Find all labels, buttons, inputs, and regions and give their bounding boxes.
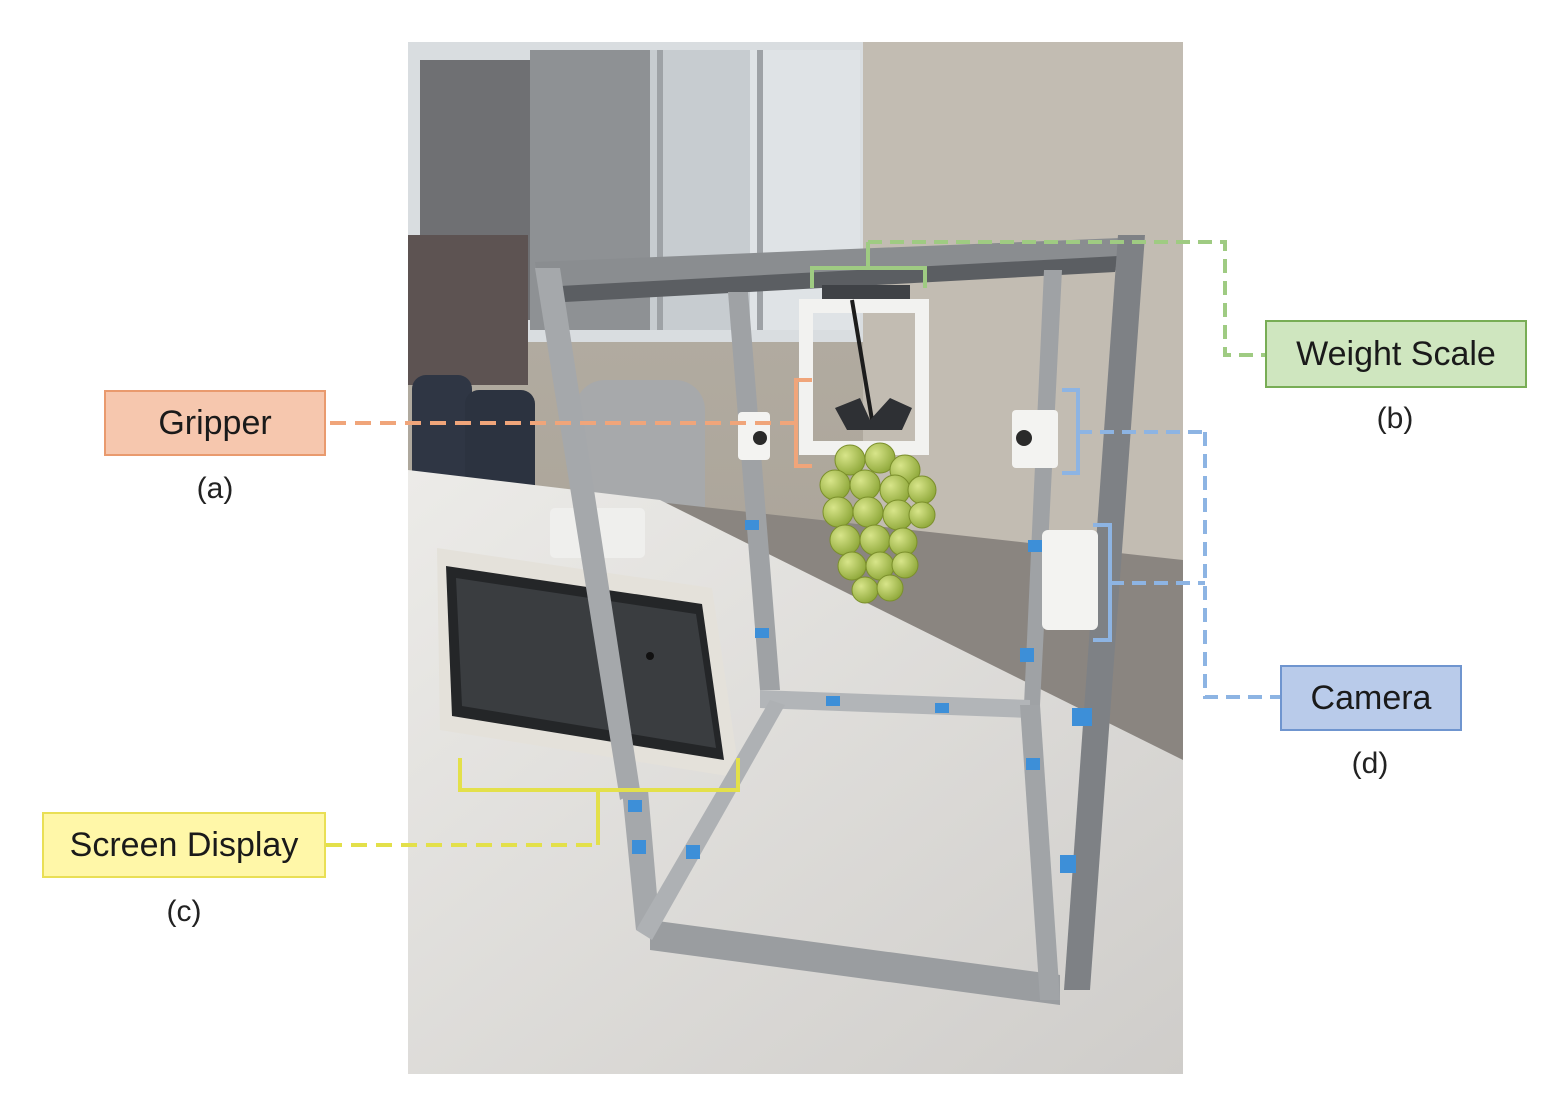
camera-right xyxy=(1012,410,1058,468)
cabinet xyxy=(408,235,528,385)
weight-scale-label: Weight Scale xyxy=(1265,320,1527,388)
camera-label: Camera xyxy=(1280,665,1462,731)
camera-tag: (d) xyxy=(1351,747,1389,780)
screen-display-label: Screen Display xyxy=(42,812,326,878)
camera-leader xyxy=(1062,388,1280,699)
blue-tape xyxy=(628,520,1092,873)
photo xyxy=(408,42,1183,1074)
weight-scale-leader xyxy=(810,240,1265,357)
weight-scale-tag: (b) xyxy=(1376,402,1414,435)
camera-bottom xyxy=(1042,530,1098,630)
screen-display-leader xyxy=(326,758,740,847)
gripper-housing xyxy=(799,299,929,455)
screen-display-tag: (c) xyxy=(166,895,202,928)
gripper-tag: (a) xyxy=(196,472,234,505)
grape-bunch xyxy=(819,442,937,604)
gripper-leader xyxy=(330,378,812,468)
frame-top-bar xyxy=(535,238,1120,290)
gripper-label: Gripper xyxy=(104,390,326,456)
